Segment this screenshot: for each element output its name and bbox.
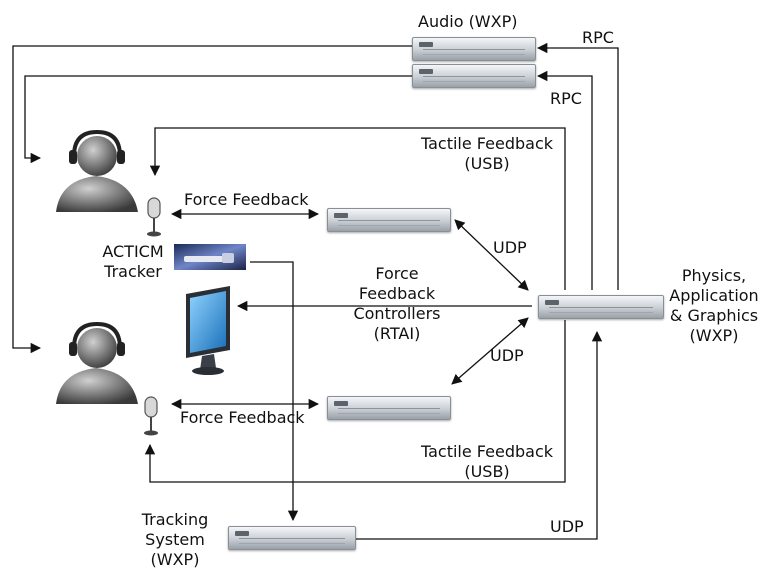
udp-top-line (454, 219, 529, 291)
audio-label: Audio (WXP) (418, 12, 518, 31)
force-controller-server-bottom (327, 396, 451, 420)
microphone-icon (147, 197, 161, 237)
physics-label-line3: & Graphics (669, 306, 759, 325)
udp-mid-line (451, 317, 529, 385)
tracking-server (228, 526, 356, 550)
tactile-bottom-label-line1: Tactile Feedback (420, 442, 553, 461)
audio-to-user-top-line (24, 75, 412, 164)
ffc-label-line2: Feedback (358, 284, 436, 303)
ffc-label-line4: (RTAI) (373, 324, 421, 343)
tactile-top-line (149, 127, 566, 290)
udp-top-label: UDP (493, 238, 527, 257)
acticm-label-line1: ACTICM (102, 242, 164, 261)
force-feedback-top-label: Force Feedback (184, 190, 309, 209)
force-controller-server-top (327, 208, 451, 232)
tactile-top-label-line2: (USB) (464, 154, 510, 173)
ffc-label-line3: Controllers (353, 304, 441, 323)
force-feedback-bottom-label: Force Feedback (180, 408, 305, 427)
user-headset-icon (56, 129, 138, 212)
physics-label-line2: Application (669, 286, 759, 305)
tactile-bottom-line (144, 320, 566, 483)
physics-server (538, 295, 664, 319)
force-feedback-controllers-label: Force Feedback Controllers (RTAI) (352, 264, 442, 344)
tactile-top-label: Tactile Feedback (USB) (416, 134, 558, 174)
rpc-top-label: RPC (582, 28, 614, 47)
tracking-label-line1: Tracking (141, 510, 209, 529)
physics-label: Physics, Application & Graphics (WXP) (664, 266, 764, 346)
tactile-top-label-line1: Tactile Feedback (420, 134, 553, 153)
monitor-icon (186, 286, 230, 375)
audio-server-2 (412, 64, 536, 88)
physics-label-line4: (WXP) (689, 326, 739, 345)
acticm-label-line2: Tracker (104, 262, 162, 281)
ffc-label-line1: Force (375, 264, 419, 283)
tactile-bottom-label-line2: (USB) (464, 462, 510, 481)
tactile-bottom-label: Tactile Feedback (USB) (416, 442, 558, 482)
tracking-label-line3: (WXP) (150, 550, 200, 569)
acticm-tracker-label: ACTICM Tracker (94, 242, 172, 282)
microphone-icon (144, 396, 158, 436)
tracking-to-physics-line (355, 330, 603, 540)
rpc-bottom-line (536, 70, 593, 290)
rpc-bottom-label: RPC (550, 89, 582, 108)
audio-server-1 (412, 37, 536, 61)
physics-label-line1: Physics, (681, 266, 747, 285)
tracking-system-label: Tracking System (WXP) (130, 510, 220, 570)
rpc-top-line (536, 42, 619, 290)
user-headset-icon (56, 321, 138, 404)
udp-bottom-label: UDP (550, 517, 584, 536)
tracker-device-icon (174, 244, 246, 270)
audio-to-user-bottom-line (12, 45, 412, 354)
tracker-to-tracking-line (250, 261, 299, 522)
udp-mid-label: UDP (490, 346, 524, 365)
tracking-label-line2: System (145, 530, 205, 549)
